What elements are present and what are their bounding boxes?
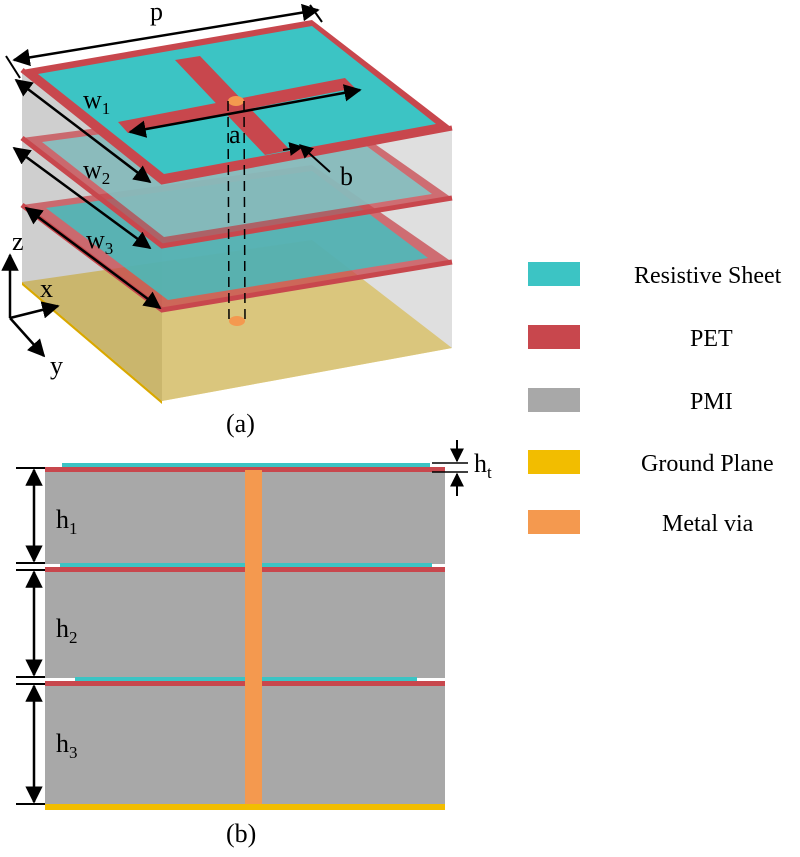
dimension-p-tick-right (309, 4, 323, 23)
metal-via-column (245, 470, 262, 804)
label-ht: ht (474, 449, 492, 482)
legend-swatch-ground-plane (528, 450, 580, 474)
label-h3: h3 (56, 729, 78, 762)
legend: Resistive Sheet PET PMI Ground Plane Met… (528, 262, 782, 537)
pet-layer-1 (45, 467, 445, 472)
ground-plane-strip (45, 804, 445, 810)
axis-y-label: y (50, 351, 63, 380)
axis-z-label: z (12, 227, 24, 256)
label-h1: h1 (56, 505, 78, 538)
legend-label-metal-via: Metal via (662, 511, 754, 537)
legend-label-ground-plane: Ground Plane (641, 451, 774, 477)
isometric-view: p w1 w2 w3 a b z x y (a) (1, 0, 453, 438)
label-a: a (229, 120, 241, 149)
dimension-b-leader-2 (298, 144, 331, 173)
legend-swatch-pet (528, 325, 580, 349)
dimension-b-leader-1 (282, 142, 304, 156)
dimension-p-arrow (12, 3, 320, 67)
caption-a: (a) (226, 409, 255, 438)
label-w3: w3 (86, 225, 113, 258)
dimension-a-arrow (128, 84, 362, 138)
via-bottom-cap (229, 316, 245, 326)
caption-b: (b) (226, 819, 256, 848)
label-w1: w1 (83, 85, 110, 118)
axis-x-arrow (9, 301, 60, 320)
legend-label-pmi: PMI (690, 389, 733, 415)
legend-swatch-pmi (528, 388, 580, 412)
label-b: b (340, 162, 353, 191)
via-top-cap (228, 96, 244, 106)
legend-label-pet: PET (690, 326, 733, 352)
label-h2: h2 (56, 614, 78, 647)
label-w2: w2 (83, 155, 110, 188)
dimension-p-tick-left (5, 55, 21, 79)
legend-swatch-metal-via (528, 510, 580, 534)
legend-label-resistive-sheet: Resistive Sheet (634, 263, 782, 289)
label-p: p (150, 0, 163, 26)
dimension-w3-arrow (24, 206, 162, 310)
legend-swatch-resistive-sheet (528, 262, 580, 286)
axis-y-arrow (9, 317, 46, 358)
axis-x-label: x (40, 274, 53, 303)
resistive-layer-1 (62, 463, 430, 467)
cross-section-view: h1 h2 h3 ht (b) (16, 440, 492, 848)
